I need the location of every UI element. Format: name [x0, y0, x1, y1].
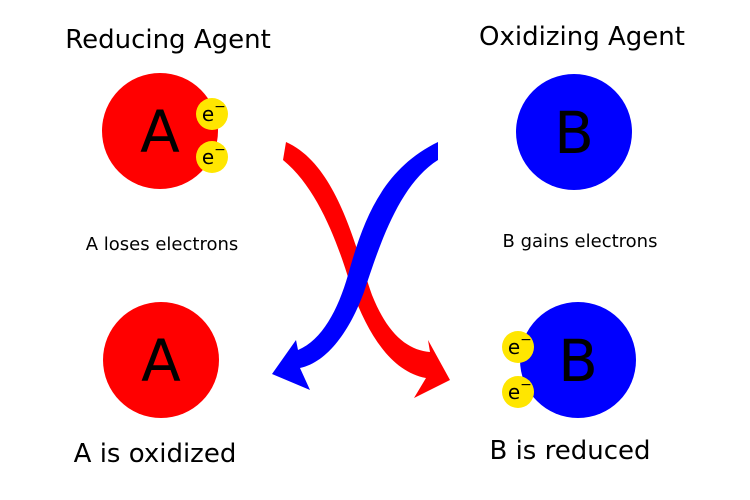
- electron-charge: −: [214, 142, 226, 158]
- atom-a-after: [103, 302, 219, 418]
- electron-symbol: e: [508, 380, 520, 404]
- electron-b1: e −: [502, 331, 534, 363]
- electron-transfer-arrow-blue: [272, 142, 438, 390]
- electron-b2: e −: [502, 376, 534, 408]
- b-is-reduced-caption: B is reduced: [489, 436, 650, 466]
- a-is-oxidized-caption: A is oxidized: [74, 439, 237, 469]
- atom-b-before: [516, 74, 632, 190]
- atom-b-before-label: B: [554, 99, 594, 167]
- electron-charge: −: [520, 332, 532, 348]
- oxidizing-agent-heading: Oxidizing Agent: [479, 22, 685, 52]
- b-gains-electrons-caption: B gains electrons: [503, 231, 658, 252]
- electron-a1: e −: [196, 98, 228, 130]
- electron-icon: [502, 376, 534, 408]
- electron-symbol: e: [202, 145, 214, 169]
- electron-a2: e −: [196, 141, 228, 173]
- reducing-agent-heading: Reducing Agent: [65, 25, 271, 55]
- electron-charge: −: [520, 377, 532, 393]
- electron-symbol: e: [508, 335, 520, 359]
- electron-charge: −: [214, 99, 226, 115]
- atom-b-after: [520, 302, 636, 418]
- electron-icon: [196, 141, 228, 173]
- electron-icon: [502, 331, 534, 363]
- electron-symbol: e: [202, 102, 214, 126]
- atom-b-after-label: B: [558, 327, 598, 395]
- atom-a-after-label: A: [141, 327, 181, 395]
- electron-icon: [196, 98, 228, 130]
- electron-transfer-arrow-red: [283, 142, 450, 398]
- atom-a-before-label: A: [140, 98, 180, 166]
- atom-a-before: [102, 73, 218, 189]
- a-loses-electrons-caption: A loses electrons: [86, 234, 239, 255]
